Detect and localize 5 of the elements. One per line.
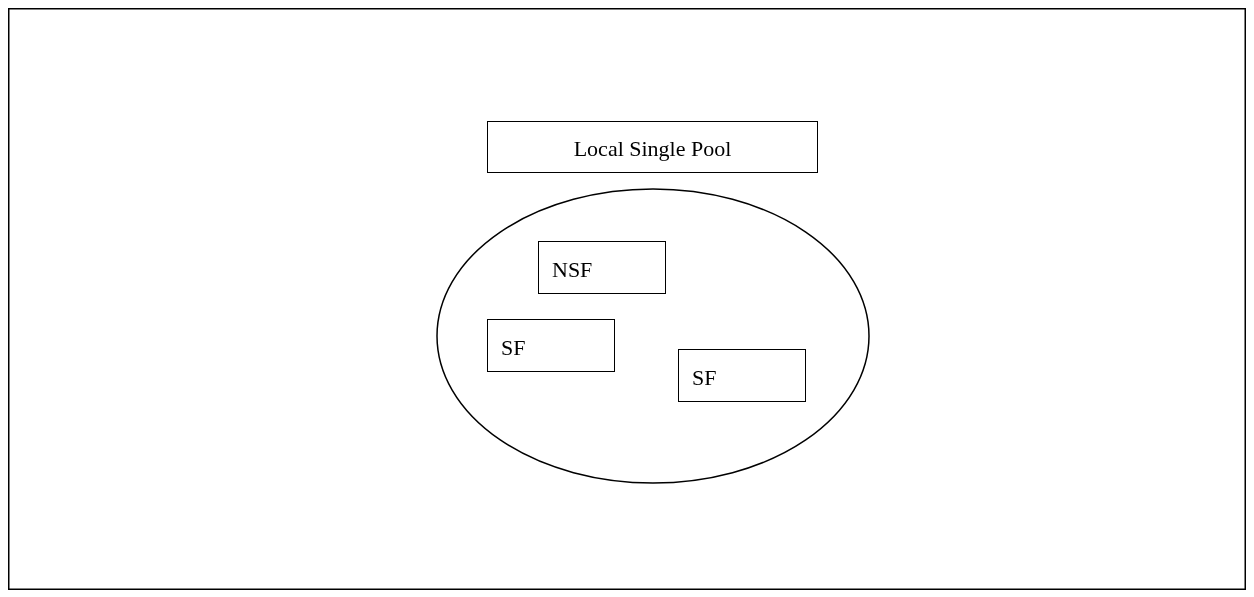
process-box: NSF (538, 241, 666, 294)
pool-ellipse (436, 188, 870, 484)
process-box: SF (487, 319, 615, 372)
title-box: Local Single Pool (487, 121, 818, 173)
process-box: SF (678, 349, 806, 402)
